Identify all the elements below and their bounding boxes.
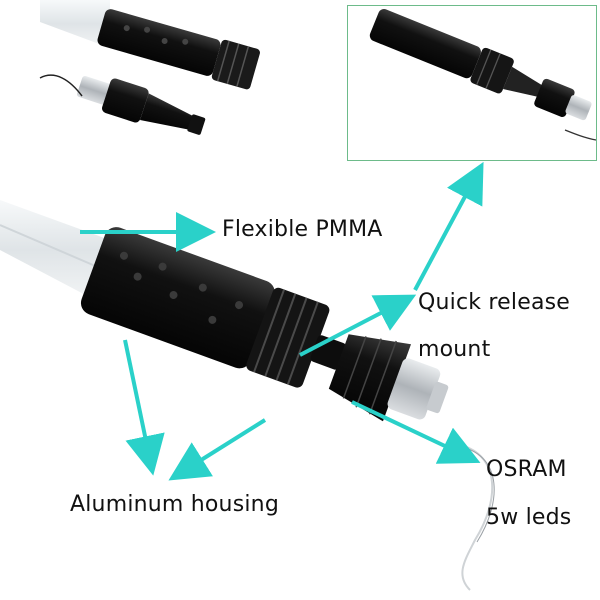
label-osram: OSRAM bbox=[486, 457, 567, 482]
annotation-arrows bbox=[80, 161, 484, 481]
label-quick-release-mount: mount bbox=[418, 337, 491, 362]
label-flexible-pmma: Flexible PMMA bbox=[222, 217, 383, 242]
main-product-view bbox=[0, 200, 495, 591]
top-left-product-view bbox=[39, 0, 260, 135]
arrow-to-inset bbox=[413, 161, 484, 291]
label-aluminum-housing: Aluminum housing bbox=[70, 492, 279, 517]
arrow-aluminum-left bbox=[123, 339, 165, 476]
inset-frame bbox=[347, 5, 597, 161]
inset-product-view bbox=[369, 9, 597, 141]
arrow-quick-release bbox=[299, 294, 417, 357]
arrow-aluminum-right bbox=[168, 418, 267, 481]
label-osram-leds: 5w leds bbox=[486, 505, 572, 530]
arrow-osram bbox=[351, 400, 481, 464]
label-quick-release: Quick release bbox=[418, 290, 571, 315]
